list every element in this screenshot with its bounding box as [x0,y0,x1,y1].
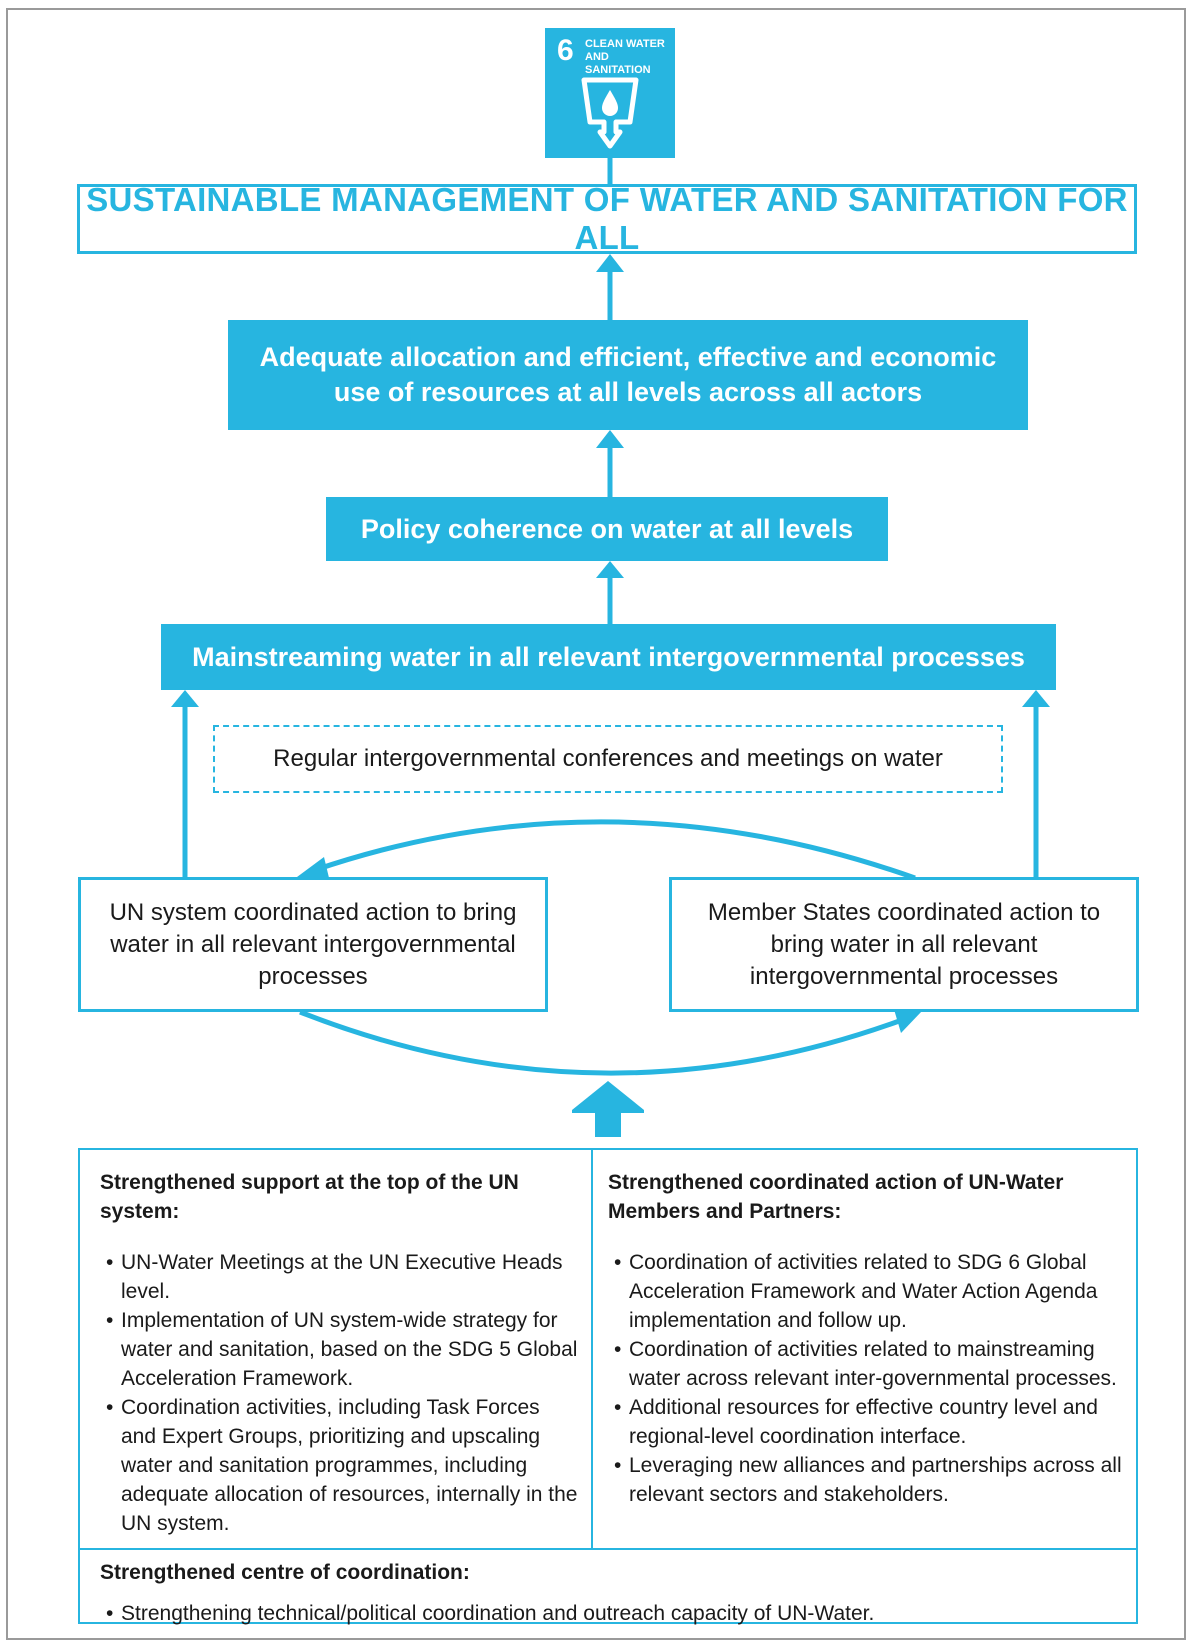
sdg6-logo: 6 CLEAN WATER AND SANITATION [545,28,675,158]
member-states-action-box: Member States coordinated action to brin… [669,877,1139,1012]
un-system-action-box: UN system coordinated action to bring wa… [78,877,548,1012]
regular-conferences-box: Regular intergovernmental conferences an… [213,725,1003,793]
support-divider-vertical [591,1150,593,1548]
arrowhead-curve-bottom [893,1006,922,1033]
water-glass-icon [581,77,639,149]
arrowhead-allocation [596,430,624,448]
support-right-item: Coordination of activities related to SD… [608,1248,1128,1335]
support-left-item: Implementation of UN system-wide strateg… [100,1306,580,1393]
support-centre-block: Strengthened centre of coordination: Str… [100,1558,1120,1628]
support-left-item: Coordination activities, including Task … [100,1393,580,1538]
support-left-item: UN-Water Meetings at the UN Executive He… [100,1248,580,1306]
mainstreaming-box: Mainstreaming water in all relevant inte… [161,624,1056,690]
support-right-item: Coordination of activities related to ma… [608,1335,1128,1393]
support-right-heading: Strengthened coordinated action of UN-Wa… [608,1171,1064,1223]
curved-arrow-top [314,819,916,881]
goal-box: SUSTAINABLE MANAGEMENT OF WATER AND SANI… [77,181,1137,256]
support-divider-horizontal [80,1548,1136,1550]
big-up-arrow [572,1081,644,1113]
arrowhead-policy [596,561,624,578]
support-centre-item: Strengthening technical/political coordi… [100,1599,1120,1628]
curved-arrow-bottom [299,1009,903,1076]
allocation-box: Adequate allocation and efficient, effec… [228,320,1028,430]
support-box: Strengthened support at the top of the U… [78,1148,1138,1628]
sdg-number: 6 [557,34,574,67]
arrowhead-goal [596,254,624,272]
policy-coherence-box: Policy coherence on water at all levels [326,497,888,561]
diagram-frame [6,8,1186,1640]
arrowhead-curve-top [297,857,330,882]
sdg-label: CLEAN WATER AND SANITATION [585,38,665,76]
support-right-item: Additional resources for effective count… [608,1393,1128,1451]
arrowhead-mainstream-right [1022,690,1050,707]
arrowhead-mainstream-left [171,690,199,707]
support-right-item: Leveraging new alliances and partnership… [608,1451,1128,1509]
big-up-arrow-stem [595,1110,621,1137]
support-centre-heading: Strengthened centre of coordination: [100,1561,470,1584]
support-left-column: Strengthened support at the top of the U… [100,1168,580,1538]
support-right-column: Strengthened coordinated action of UN-Wa… [608,1168,1128,1509]
support-left-heading: Strengthened support at the top of the U… [100,1171,519,1223]
